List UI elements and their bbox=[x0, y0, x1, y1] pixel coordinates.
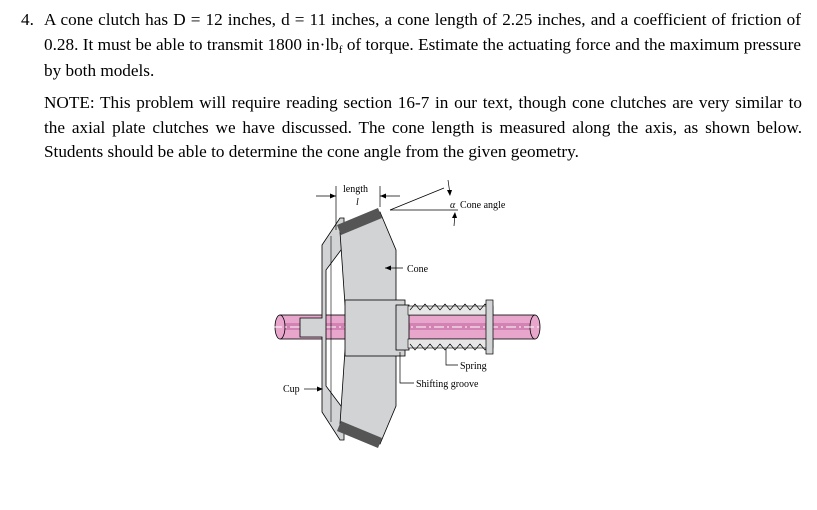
cone-angle-label: Cone angle bbox=[460, 200, 506, 211]
length-symbol: l bbox=[356, 197, 359, 208]
shifting-groove-callout: Shifting groove bbox=[399, 352, 479, 390]
note-paragraph: NOTE: This problem will require reading … bbox=[44, 93, 802, 161]
cone-callout: Cone bbox=[385, 264, 429, 275]
cone-angle-symbol: α bbox=[450, 200, 456, 211]
problem-text-part2: of torque. Estimate the actuating force … bbox=[44, 34, 802, 81]
cone-label: Cone bbox=[407, 264, 429, 275]
force-subscript: f bbox=[338, 43, 343, 56]
cup-callout: Cup bbox=[283, 384, 323, 395]
cone-angle-annotation: α Cone angle bbox=[389, 179, 506, 227]
cup-body bbox=[299, 217, 345, 441]
cone-body bbox=[339, 211, 410, 445]
cup-label: Cup bbox=[283, 384, 300, 395]
problem-number: 4. bbox=[21, 10, 34, 29]
spring-label: Spring bbox=[460, 361, 487, 372]
length-dimension: length l bbox=[316, 184, 400, 230]
problem-text: A cone clutch has D = 12 inches, d = 11 … bbox=[44, 8, 801, 84]
spring bbox=[407, 299, 494, 355]
problem-text-part1: A cone clutch has D = 12 inches, d = 11 … bbox=[44, 10, 801, 54]
spring-callout: Spring bbox=[445, 349, 487, 372]
shifting-groove-label: Shifting groove bbox=[416, 379, 479, 390]
friction-lining bbox=[337, 208, 382, 448]
length-label: length bbox=[343, 184, 368, 195]
